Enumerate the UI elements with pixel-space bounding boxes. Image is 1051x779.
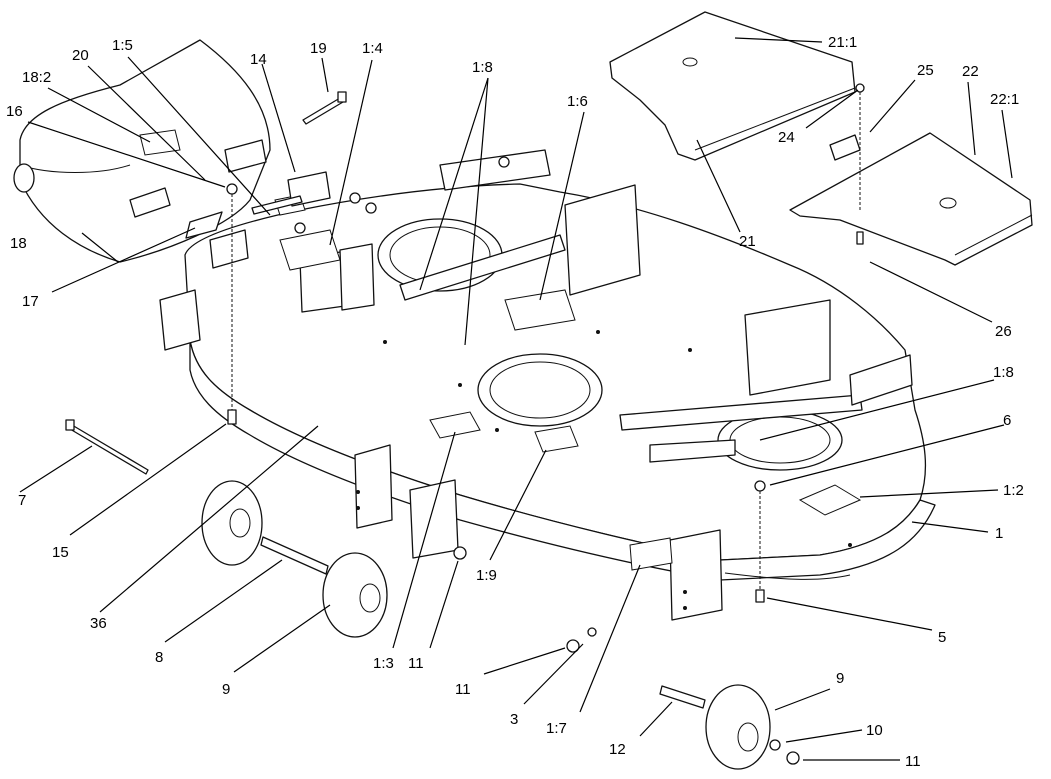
callout-1-3: 1:3 xyxy=(373,655,394,672)
callout-25: 25 xyxy=(917,62,934,79)
fasteners xyxy=(65,83,865,765)
leader-lines xyxy=(19,37,1013,761)
belt-cover-left xyxy=(609,11,856,161)
callout-14: 14 xyxy=(250,51,267,68)
callout-labels: 1:5 20 18:2 16 14 19 1:4 1:8 1:6 21:1 25… xyxy=(6,34,1024,770)
discharge-chute xyxy=(13,39,271,263)
callout-1-5: 1:5 xyxy=(112,37,133,54)
callout-1: 1 xyxy=(995,525,1003,542)
callout-16: 16 xyxy=(6,103,23,120)
callout-24: 24 xyxy=(778,129,795,146)
callout-15: 15 xyxy=(52,544,69,561)
callout-19: 19 xyxy=(310,40,327,57)
callout-10: 10 xyxy=(866,722,883,739)
callout-9-left: 9 xyxy=(222,681,230,698)
callout-18: 18 xyxy=(10,235,27,252)
callout-7: 7 xyxy=(18,492,26,509)
callout-1-4: 1:4 xyxy=(362,40,383,57)
callout-5: 5 xyxy=(938,629,946,646)
gauge-wheels xyxy=(201,480,771,770)
callout-22: 22 xyxy=(962,63,979,80)
callout-21: 21 xyxy=(739,233,756,250)
callout-11-mid: 11 xyxy=(408,655,424,672)
chute-hinge-hardware xyxy=(129,139,331,269)
callout-21-1: 21:1 xyxy=(828,34,857,51)
callout-6: 6 xyxy=(1003,412,1011,429)
callout-17: 17 xyxy=(22,293,39,310)
mounting-holes xyxy=(356,330,852,610)
callout-1-8-top: 1:8 xyxy=(472,59,493,76)
callout-18-2: 18:2 xyxy=(22,69,51,86)
spindle-openings xyxy=(377,218,843,471)
callout-3: 3 xyxy=(510,711,518,728)
belt-cover-right xyxy=(789,132,1033,266)
callout-1-7: 1:7 xyxy=(546,720,567,737)
callout-8: 8 xyxy=(155,649,163,666)
callout-36: 36 xyxy=(90,615,107,632)
callout-22-1: 22:1 xyxy=(990,91,1019,108)
callout-11-right: 11 xyxy=(905,753,921,770)
callout-20: 20 xyxy=(72,47,89,64)
callout-12: 12 xyxy=(609,741,626,758)
callout-1-8-right: 1:8 xyxy=(993,364,1014,381)
callout-1-9: 1:9 xyxy=(476,567,497,584)
callout-1-6: 1:6 xyxy=(567,93,588,110)
callout-11-lower: 11 xyxy=(455,681,471,698)
callout-26: 26 xyxy=(995,323,1012,340)
deck-mounting-frame xyxy=(159,149,913,621)
callout-1-2: 1:2 xyxy=(1003,482,1024,499)
callout-9-right: 9 xyxy=(836,670,844,687)
